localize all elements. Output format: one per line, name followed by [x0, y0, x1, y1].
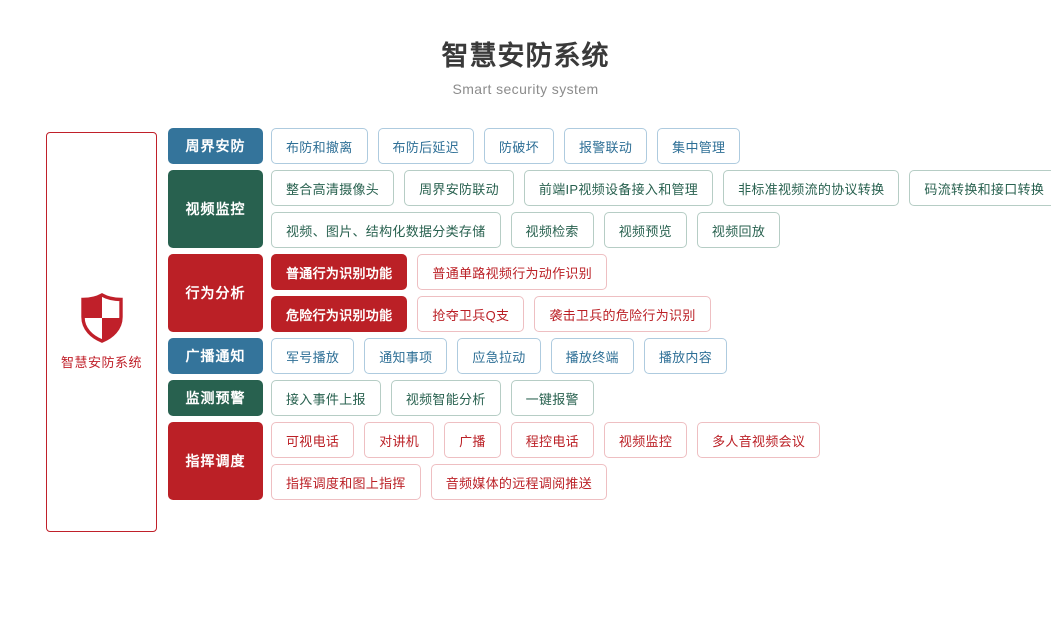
sub-row: 军号播放通知事项应急拉动播放终端播放内容	[271, 338, 1048, 374]
feature-item[interactable]: 播放终端	[550, 338, 634, 374]
feature-item[interactable]: 音频媒体的远程调阅推送	[430, 464, 608, 500]
row-body: 可视电话对讲机广播程控电话视频监控多人音视频会议指挥调度和图上指挥音频媒体的远程…	[271, 422, 1048, 500]
feature-item[interactable]: 多人音视频会议	[697, 422, 821, 458]
sub-row: 危险行为识别功能抢夺卫兵Q支袭击卫兵的危险行为识别	[271, 296, 1048, 332]
feature-item[interactable]: 视频回放	[696, 212, 781, 248]
feature-item[interactable]: 布防后延迟	[377, 128, 475, 164]
feature-item[interactable]: 普通单路视频行为动作识别	[417, 254, 608, 290]
feature-item[interactable]: 防破坏	[484, 128, 554, 164]
sub-row: 视频、图片、结构化数据分类存储视频检索视频预览视频回放	[271, 212, 1051, 248]
page-title: 智慧安防系统	[441, 41, 610, 71]
feature-item[interactable]: 一键报警	[510, 380, 594, 416]
feature-item[interactable]: 整合高清摄像头	[271, 170, 395, 206]
brand-panel: 智慧安防系统	[46, 132, 157, 532]
feature-item[interactable]: 可视电话	[271, 422, 355, 458]
feature-item[interactable]: 视频检索	[510, 212, 594, 248]
feature-item[interactable]: 前端IP视频设备接入和管理	[523, 170, 714, 206]
feature-item[interactable]: 接入事件上报	[271, 380, 381, 416]
feature-item[interactable]: 视频、图片、结构化数据分类存储	[271, 212, 501, 248]
category-block[interactable]: 指挥调度	[168, 422, 263, 500]
sub-row: 整合高清摄像头周界安防联动前端IP视频设备接入和管理非标准视频流的协议转换码流转…	[271, 170, 1051, 206]
feature-item[interactable]: 视频智能分析	[390, 380, 501, 416]
tree-row: 视频监控整合高清摄像头周界安防联动前端IP视频设备接入和管理非标准视频流的协议转…	[168, 170, 1051, 248]
sub-row: 布防和撤离布防后延迟防破坏报警联动集中管理	[271, 128, 1048, 164]
feature-item[interactable]: 程控电话	[510, 422, 594, 458]
shield-icon	[80, 293, 124, 343]
feature-item[interactable]: 视频预览	[603, 212, 687, 248]
feature-item[interactable]: 视频监控	[603, 422, 688, 458]
category-block[interactable]: 行为分析	[168, 254, 263, 332]
tree-row: 监测预警接入事件上报视频智能分析一键报警	[168, 380, 1048, 416]
feature-item[interactable]: 码流转换和接口转换	[909, 170, 1051, 206]
feature-item[interactable]: 报警联动	[563, 128, 648, 164]
tree-row: 行为分析普通行为识别功能普通单路视频行为动作识别危险行为识别功能抢夺卫兵Q支袭击…	[168, 254, 1048, 332]
brand-label: 智慧安防系统	[60, 355, 142, 370]
sub-row: 指挥调度和图上指挥音频媒体的远程调阅推送	[271, 464, 1048, 500]
feature-item[interactable]: 集中管理	[657, 128, 741, 164]
feature-item[interactable]: 播放内容	[643, 338, 728, 374]
sub-row: 接入事件上报视频智能分析一键报警	[271, 380, 1048, 416]
subcategory-header[interactable]: 普通行为识别功能	[271, 254, 408, 290]
page-header: 智慧安防系统 Smart security system	[0, 38, 1051, 98]
subcategory-header[interactable]: 危险行为识别功能	[271, 296, 408, 332]
feature-item[interactable]: 袭击卫兵的危险行为识别	[534, 296, 711, 332]
feature-item[interactable]: 对讲机	[364, 422, 435, 458]
category-block[interactable]: 广播通知	[168, 338, 263, 374]
feature-item[interactable]: 抢夺卫兵Q支	[417, 296, 525, 332]
row-body: 接入事件上报视频智能分析一键报警	[271, 380, 1048, 416]
feature-item[interactable]: 布防和撤离	[271, 128, 368, 164]
row-body: 普通行为识别功能普通单路视频行为动作识别危险行为识别功能抢夺卫兵Q支袭击卫兵的危…	[271, 254, 1048, 332]
row-body: 军号播放通知事项应急拉动播放终端播放内容	[271, 338, 1048, 374]
feature-item[interactable]: 广播	[444, 422, 501, 458]
feature-item[interactable]: 周界安防联动	[404, 170, 514, 206]
tree-row: 广播通知军号播放通知事项应急拉动播放终端播放内容	[168, 338, 1048, 374]
feature-item[interactable]: 指挥调度和图上指挥	[271, 464, 421, 500]
tree-row: 指挥调度可视电话对讲机广播程控电话视频监控多人音视频会议指挥调度和图上指挥音频媒…	[168, 422, 1048, 500]
row-body: 整合高清摄像头周界安防联动前端IP视频设备接入和管理非标准视频流的协议转换码流转…	[271, 170, 1051, 248]
feature-tree: 周界安防布防和撤离布防后延迟防破坏报警联动集中管理视频监控整合高清摄像头周界安防…	[168, 128, 1051, 506]
sub-row: 可视电话对讲机广播程控电话视频监控多人音视频会议	[271, 422, 1048, 458]
category-block[interactable]: 监测预警	[168, 380, 263, 416]
tree-row: 周界安防布防和撤离布防后延迟防破坏报警联动集中管理	[168, 128, 1048, 164]
page-subtitle: Smart security system	[452, 81, 599, 97]
row-body: 布防和撤离布防后延迟防破坏报警联动集中管理	[271, 128, 1048, 164]
feature-item[interactable]: 军号播放	[271, 338, 355, 374]
feature-item[interactable]: 应急拉动	[457, 338, 541, 374]
sub-row: 普通行为识别功能普通单路视频行为动作识别	[271, 254, 1048, 290]
feature-item[interactable]: 通知事项	[364, 338, 448, 374]
feature-item[interactable]: 非标准视频流的协议转换	[723, 170, 900, 206]
category-block[interactable]: 周界安防	[168, 128, 263, 164]
category-block[interactable]: 视频监控	[168, 170, 263, 248]
